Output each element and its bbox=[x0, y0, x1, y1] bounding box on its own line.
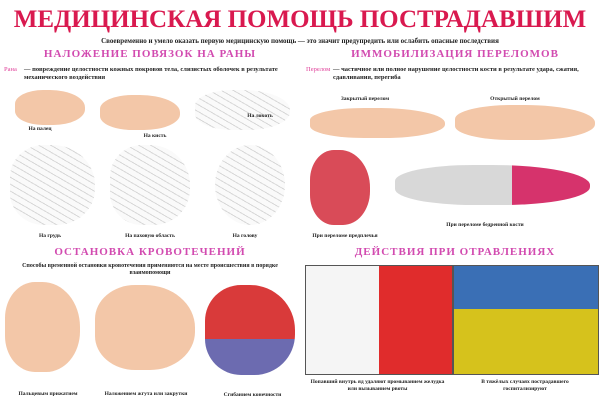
label-elbow: На локоть bbox=[247, 113, 273, 119]
limb-flexion-illustration bbox=[205, 285, 295, 375]
label-forearm-fracture: При переломе предплечья bbox=[312, 233, 378, 239]
label-finger: На палец bbox=[28, 126, 52, 132]
label-femur-fracture: При переломе бедренной кости bbox=[446, 222, 524, 228]
gastric-lavage-illustration bbox=[305, 265, 453, 375]
label-chest: На грудь bbox=[39, 233, 61, 239]
label-finger-pressure: Пальцевым прижатием bbox=[18, 391, 78, 397]
femur-splint-illustration bbox=[395, 165, 590, 205]
label-open-fracture: Открытый перелом bbox=[490, 96, 540, 102]
groin-bandage-illustration bbox=[110, 145, 190, 225]
section-heading-poisoning: ДЕЙСТВИЯ ПРИ ОТРАВЛЕНИЯХ bbox=[354, 246, 556, 258]
section-heading-fractures: ИММОБИЛИЗАЦИЯ ПЕРЕЛОМОВ bbox=[351, 48, 559, 60]
bleeding-description: Способы временной остановки кровотечения… bbox=[22, 263, 278, 276]
label-head: На голову bbox=[232, 233, 258, 239]
section-heading-bandages: НАЛОЖЕНИЕ ПОВЯЗОК НА РАНЫ bbox=[43, 48, 257, 60]
poster-title: МЕДИЦИНСКАЯ ПОМОЩЬ ПОСТРАДАВШИМ bbox=[13, 6, 587, 33]
finger-pressure-illustration bbox=[5, 282, 80, 372]
hospitalization-illustration bbox=[453, 265, 599, 375]
poster-subtitle: Своевременно и умело оказать первую меди… bbox=[101, 37, 499, 45]
label-groin: На паховую область bbox=[125, 233, 175, 239]
label-gastric-lavage: Попавший внутрь яд удаляют промыванием ж… bbox=[310, 379, 445, 392]
chest-bandage-illustration bbox=[10, 145, 95, 225]
tourniquet-illustration bbox=[95, 285, 195, 370]
term-wound: Рана bbox=[4, 66, 17, 73]
label-hospitalization: В тяжёлых случаях пострадавшего госпитал… bbox=[481, 379, 569, 392]
label-limb-flexion: Сгибанием конечности bbox=[223, 392, 282, 398]
open-fracture-illustration bbox=[455, 105, 595, 140]
fracture-definition: — частичное или полное нарушение целостн… bbox=[333, 66, 579, 81]
label-closed-fracture: Закрытый перелом bbox=[340, 96, 390, 102]
head-bandage-illustration bbox=[215, 145, 285, 225]
term-fracture: Перелом bbox=[306, 66, 331, 73]
wound-definition: — повреждение целостности кожных покрово… bbox=[24, 66, 278, 81]
label-tourniquet: Наложением жгута или закрутки bbox=[104, 391, 188, 397]
finger-bandage-illustration bbox=[15, 90, 85, 125]
elbow-bandage-illustration bbox=[195, 90, 290, 130]
closed-fracture-illustration bbox=[310, 108, 445, 138]
label-hand: На кисть bbox=[143, 133, 167, 139]
section-heading-bleeding: ОСТАНОВКА КРОВОТЕЧЕНИЙ bbox=[54, 246, 246, 258]
hand-bandage-illustration bbox=[100, 95, 180, 130]
forearm-splint-illustration bbox=[310, 150, 370, 225]
